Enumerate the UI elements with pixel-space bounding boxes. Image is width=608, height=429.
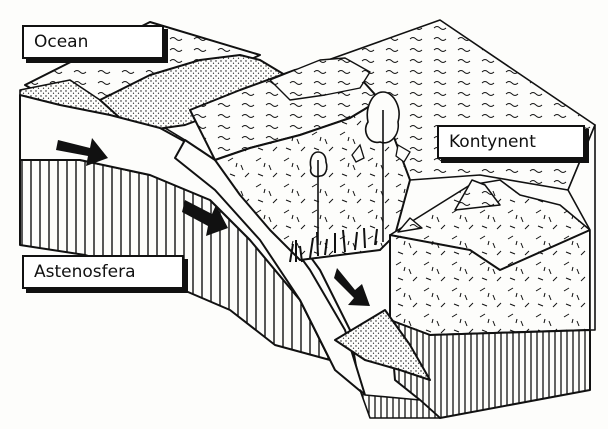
grass-tufts (289, 227, 378, 263)
branching-tree (351, 143, 411, 163)
continental-lithosphere (389, 319, 591, 419)
arrow-slab-lower (334, 268, 370, 306)
arrow-slab-upper (182, 200, 228, 236)
mantle-base (359, 389, 441, 419)
block-right-edge (567, 124, 596, 331)
trees (309, 91, 411, 245)
ocean-label: Ocean (22, 25, 164, 59)
arrow-ocean-plate (56, 138, 108, 166)
continent-peak-right (454, 179, 501, 211)
trench-sediment (334, 309, 431, 381)
continent-peak-left (397, 217, 423, 233)
plate-motion-arrows (56, 138, 370, 306)
asthenosphere-label: Astenosfera (22, 255, 184, 289)
continent-label: Kontynent (437, 125, 585, 159)
mountain-ridge-back (269, 57, 371, 101)
